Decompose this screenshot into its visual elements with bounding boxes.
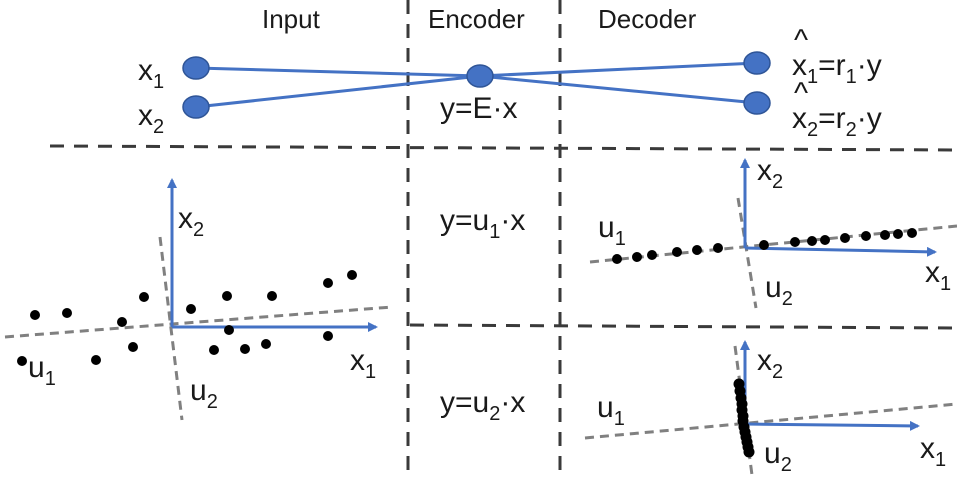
input-data-point (323, 331, 333, 341)
node-x2 (182, 95, 210, 119)
header-input: Input (262, 4, 321, 34)
input-data-point (30, 310, 40, 320)
decoder-top-data-point (907, 228, 917, 238)
decoder-top-data-point (893, 229, 903, 239)
decoder-top-data-point (692, 245, 702, 255)
input-data-points (17, 270, 357, 366)
label-xhat2-hat: ^ (794, 77, 808, 110)
decoder-top-plot: x1 x2 u1 u2 (589, 154, 957, 310)
label-xhat1: x1=r1·y (792, 49, 882, 88)
input-data-point (224, 325, 234, 335)
input-label-x1: x1 (350, 344, 376, 383)
decoder-top-u2-axis (736, 197, 758, 309)
decoder-top-data-point (647, 250, 657, 260)
input-u2-axis (158, 236, 184, 421)
input-data-point (17, 356, 27, 366)
decoder-bottom-label-x1: x1 (920, 432, 946, 471)
input-data-point (267, 291, 277, 301)
input-data-point (209, 345, 219, 355)
edge-y-xhat2 (479, 74, 758, 105)
decoder-bottom-plot: x1 x2 u1 u2 (584, 340, 957, 476)
input-plot: x1 x2 u1 u2 (4, 178, 393, 421)
decoder-bottom-label-u2: u2 (764, 437, 792, 476)
input-data-point (62, 308, 72, 318)
divider-horizontal-middle (409, 323, 957, 330)
decoder-top-label-x1: x1 (925, 256, 951, 295)
node-xhat1 (743, 51, 771, 75)
encoder-eq-u1: y=u1·x (440, 204, 525, 243)
input-data-point (186, 304, 196, 314)
input-data-point (261, 339, 271, 349)
input-data-point (128, 342, 138, 352)
decoder-bottom-x1-axis (744, 420, 920, 431)
input-u1-axis (4, 305, 393, 339)
divider-horizontal-top (49, 144, 957, 152)
input-data-point (323, 278, 333, 288)
decoder-bottom-label-x2: x2 (757, 344, 783, 383)
node-xhat2 (743, 91, 771, 115)
label-xhat2: x2=r2·y (792, 102, 882, 141)
input-data-point (91, 355, 101, 365)
decoder-top-data-point (713, 243, 723, 253)
decoder-top-data-point (672, 247, 682, 257)
input-data-point (347, 270, 357, 280)
input-data-point (117, 317, 127, 327)
decoder-top-x1-axis (744, 246, 937, 257)
edge-y-xhat1 (479, 61, 758, 78)
decoder-top-data-point (820, 235, 830, 245)
input-label-x2: x2 (178, 202, 204, 241)
label-xhat1-hat: ^ (794, 24, 808, 57)
node-y (466, 64, 494, 88)
decoder-bottom-u1-axis (584, 402, 957, 440)
edge-x1-y (195, 66, 481, 78)
decoder-top-data-point (880, 230, 890, 240)
input-label-u2: u2 (190, 374, 218, 413)
decoder-top-label-u2: u2 (765, 271, 793, 310)
decoder-bottom-label-u1: u1 (597, 391, 625, 430)
decoder-top-data-point (790, 237, 800, 247)
input-label-u1: u1 (28, 351, 56, 390)
decoder-top-data-point (612, 254, 622, 264)
input-data-point (240, 344, 250, 354)
decoder-top-label-u1: u1 (598, 211, 626, 250)
input-data-point (139, 292, 149, 302)
label-input-x1: x1 (138, 54, 164, 93)
edge-x2-y (195, 74, 481, 109)
decoder-top-data-points (612, 228, 917, 264)
decoder-bottom-data-points (733, 378, 755, 458)
input-data-point (222, 291, 232, 301)
decoder-top-data-point (632, 252, 642, 262)
decoder-top-data-point (861, 231, 871, 241)
label-input-x2: x2 (138, 99, 164, 138)
decoder-bottom-data-point (743, 446, 755, 458)
decoder-top-label-x2: x2 (757, 154, 783, 193)
header-decoder: Decoder (598, 4, 697, 34)
encoder-eq-u2: y=u2·x (440, 386, 525, 425)
decoder-top-data-point (759, 240, 769, 250)
label-encoder-eq: y=E·x (440, 92, 518, 125)
decoder-top-data-point (807, 236, 817, 246)
header-encoder: Encoder (428, 4, 525, 34)
node-x1 (182, 56, 210, 80)
decoder-top-data-point (840, 233, 850, 243)
